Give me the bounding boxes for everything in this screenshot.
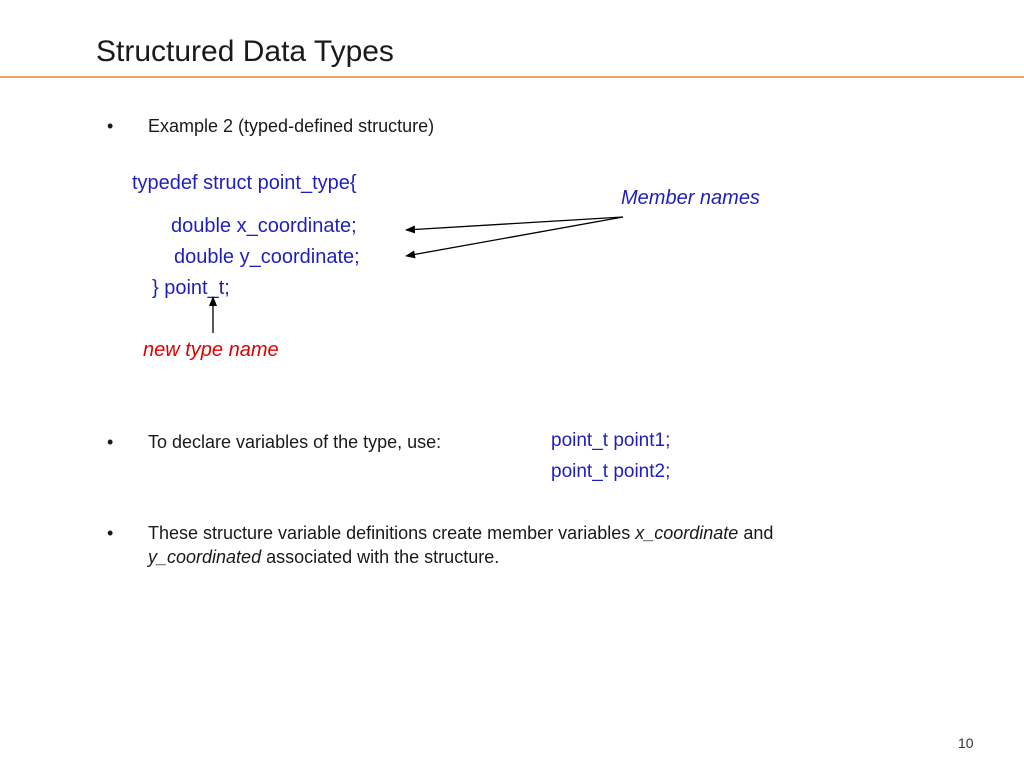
code-line-y-coordinate: double y_coordinate;: [174, 246, 360, 268]
member-names-label: Member names: [621, 187, 760, 209]
bullet-3-line1: These structure variable definitions cre…: [148, 521, 773, 545]
title-divider: [0, 76, 1024, 78]
bullet-3-line2: y_coordinated associated with the struct…: [148, 545, 499, 569]
new-type-name-label: new type name: [143, 339, 279, 361]
arrow-to-x-coordinate: [405, 216, 624, 234]
declaration-point2: point_t point2;: [551, 461, 671, 482]
bullet-1-text: Example 2 (typed-defined structure): [148, 116, 435, 136]
declaration-point1: point_t point1;: [551, 430, 671, 451]
bullet-3-part3: associated with the structure.: [261, 547, 500, 567]
bullet-3-part2: and: [738, 523, 774, 543]
bullet-marker: •: [107, 116, 114, 136]
code-line-closing: } point_t;: [152, 277, 230, 299]
term-y-coordinated: y_coordinated: [148, 547, 262, 567]
bullet-marker: •: [107, 432, 114, 452]
bullet-2-text: To declare variables of the type, use:: [148, 432, 442, 452]
arrow-to-y-coordinate: [405, 216, 624, 259]
slide-title: Structured Data Types: [96, 35, 394, 68]
bullet-marker: •: [107, 523, 114, 543]
page-number: 10: [958, 735, 974, 751]
term-x-coordinate: x_coordinate: [635, 523, 739, 543]
bullet-3-part1: These structure variable definitions cre…: [148, 523, 636, 543]
code-line-typedef: typedef struct point_type{: [132, 172, 357, 194]
code-line-x-coordinate: double x_coordinate;: [171, 215, 357, 237]
